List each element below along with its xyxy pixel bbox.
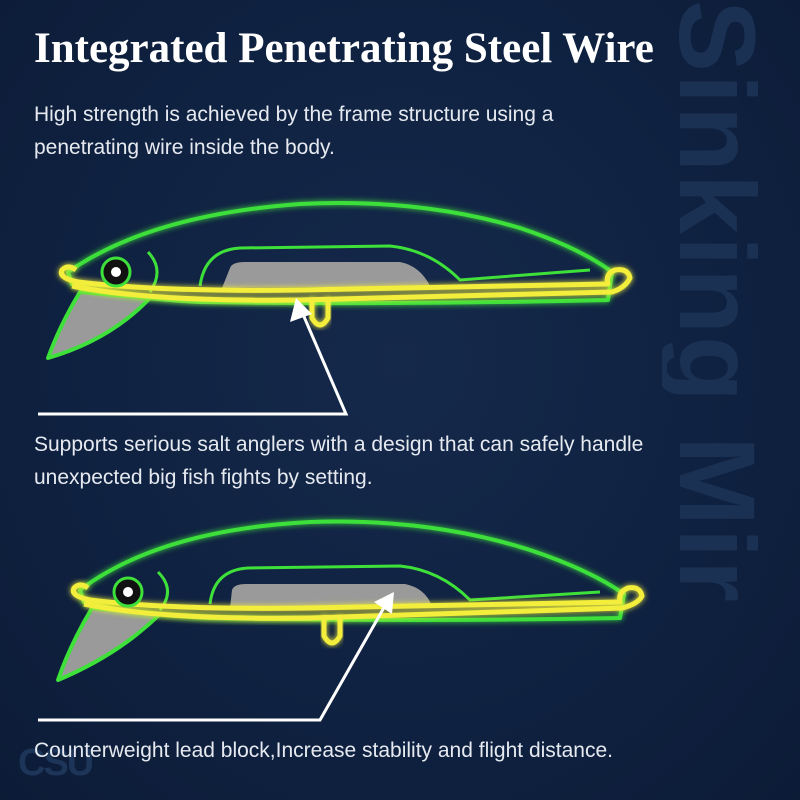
callout-text-1: Supports serious salt anglers with a des… xyxy=(34,433,644,489)
belly-eye xyxy=(321,616,343,646)
lure-inner-frame xyxy=(208,564,601,605)
steel-wire xyxy=(58,264,633,303)
steel-wire xyxy=(70,582,645,621)
description-text: High strength is achieved by the frame s… xyxy=(34,103,554,159)
callout-text-2: Counterweight lead block,Increase stabil… xyxy=(34,739,613,762)
lure-diagram-lead xyxy=(38,519,645,722)
lure-diagram-wire xyxy=(38,201,633,416)
lure-body-outline xyxy=(66,201,614,306)
brand-logo: CSU xyxy=(18,742,94,784)
lure-lip xyxy=(46,290,152,360)
pointer-line xyxy=(38,603,388,722)
lure-inner-frame xyxy=(198,244,591,287)
lead-block xyxy=(222,262,430,288)
lure-lip xyxy=(56,606,162,682)
watermark-text: Sinking Mir xyxy=(662,0,772,605)
pointer-arrowhead xyxy=(290,298,312,322)
belly-eye xyxy=(309,298,331,328)
pointer-arrowhead xyxy=(374,592,394,614)
page-title: Integrated Penetrating Steel Wire xyxy=(34,25,654,72)
pointer-line xyxy=(38,311,349,416)
